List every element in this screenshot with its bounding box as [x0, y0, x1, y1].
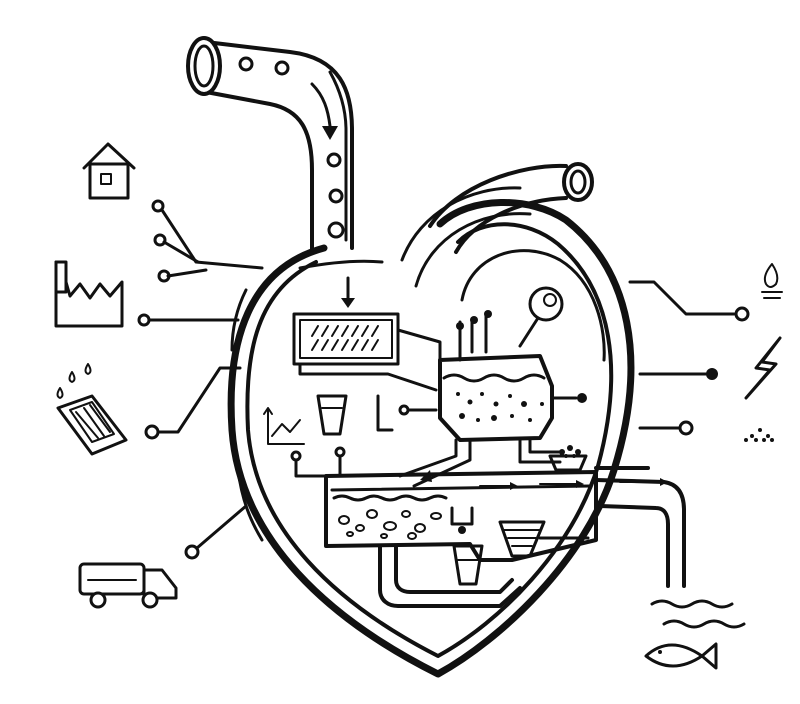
filter-feed-lines: [292, 448, 344, 476]
sludge-icon: [550, 445, 586, 470]
transfer-pipe: [400, 440, 560, 486]
bottom-loop-pipe: [380, 546, 520, 606]
house-icon: [84, 144, 134, 198]
right-connectors: [630, 282, 748, 434]
beaker-icon: [318, 396, 346, 434]
rain-field-icon: [58, 364, 127, 454]
particles-icon: [744, 428, 774, 442]
lightning-icon: [746, 338, 780, 398]
left-connectors: [139, 201, 262, 558]
gauge-icon: [520, 288, 562, 346]
settling-tank-icon: [326, 472, 668, 560]
chart-icon: [264, 408, 304, 444]
valve-arrow-icon: [378, 396, 436, 430]
gas-flame-icon: [762, 264, 782, 298]
inlet-pipe-icon: [188, 38, 352, 250]
bottom-beaker-icon: [454, 546, 482, 584]
screen-filter-icon: [294, 278, 440, 390]
truck-icon: [80, 564, 176, 607]
water-fish-icon: [646, 601, 744, 668]
factory-icon: [56, 262, 122, 326]
outlet-pipe-icon: [430, 164, 592, 252]
aeration-tank-icon: [440, 310, 587, 440]
